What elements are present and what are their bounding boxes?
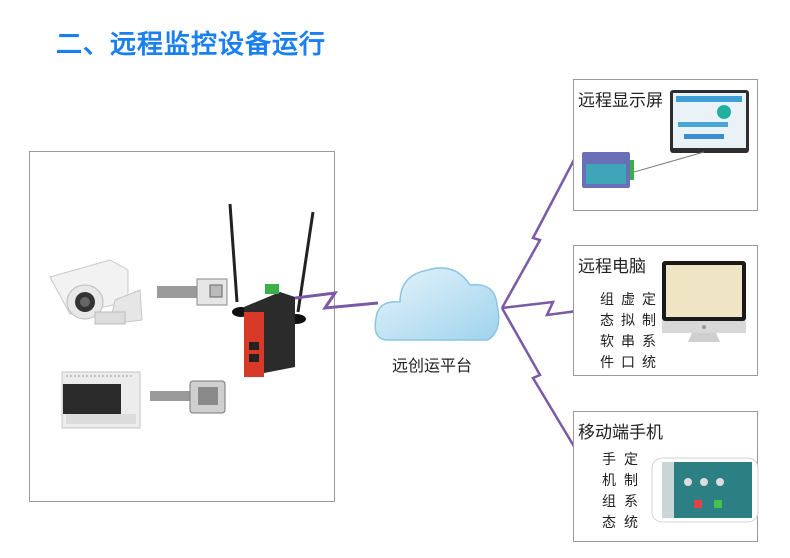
cloud-icon bbox=[374, 267, 500, 341]
mobile-phone-title: 移动端手机 bbox=[578, 423, 663, 443]
pc-feature-2: 虚拟串口 bbox=[621, 292, 635, 371]
link-router-cloud bbox=[294, 291, 379, 310]
plc-controller-icon bbox=[61, 371, 141, 429]
desktop-monitor-icon bbox=[662, 261, 746, 342]
page-title: 二、远程监控设备运行 bbox=[56, 30, 327, 60]
remote-display-title: 远程显示屏 bbox=[578, 91, 663, 111]
field-devices-illustration bbox=[49, 203, 315, 429]
dtu-modem-icon bbox=[582, 152, 634, 188]
ethernet-connector-icon bbox=[157, 278, 228, 306]
link-cloud-mobile bbox=[500, 307, 577, 449]
remote-pc-panel: 远程电脑 组态软件 虚拟串口 定制系统 bbox=[573, 245, 758, 376]
serial-connector-icon bbox=[150, 380, 226, 414]
field-devices-panel bbox=[29, 151, 335, 502]
remote-pc-title: 远程电脑 bbox=[578, 257, 646, 277]
smartphone-icon bbox=[651, 457, 759, 523]
4g-router-icon bbox=[228, 203, 315, 377]
cloud-platform-label: 远创运平台 bbox=[392, 356, 473, 375]
pc-feature-3: 定制系统 bbox=[642, 292, 656, 371]
link-cloud-display bbox=[500, 157, 577, 309]
mobile-feature-1: 手机组态 bbox=[602, 452, 616, 531]
hmi-screen-icon bbox=[670, 90, 749, 153]
mobile-feature-2: 定制系统 bbox=[624, 452, 638, 531]
pc-feature-1: 组态软件 bbox=[600, 292, 614, 371]
remote-display-panel: 远程显示屏 bbox=[573, 79, 758, 211]
mobile-phone-panel: 移动端手机 手机组态 定制系统 bbox=[573, 411, 759, 542]
ip-camera-icon bbox=[49, 259, 143, 325]
